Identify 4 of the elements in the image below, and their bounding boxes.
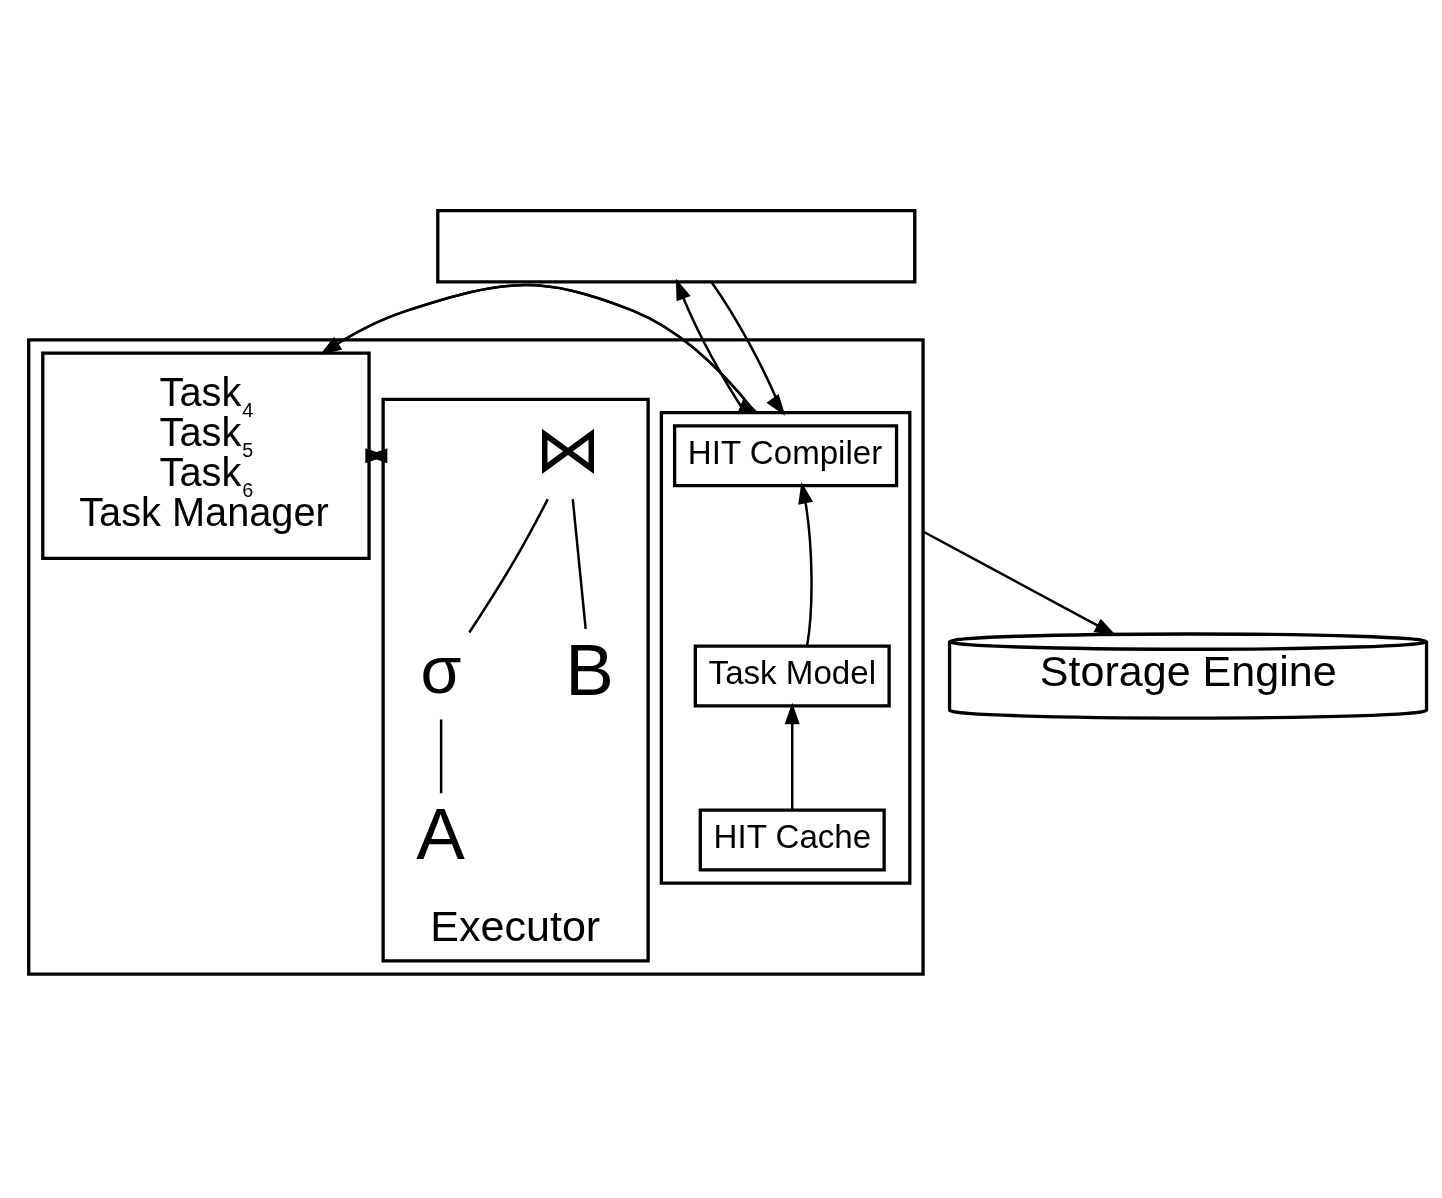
node-text: σ — [420, 632, 462, 707]
node-text: A — [416, 792, 465, 874]
node-text: ⋈ — [535, 412, 602, 487]
node-text: B — [565, 628, 614, 710]
